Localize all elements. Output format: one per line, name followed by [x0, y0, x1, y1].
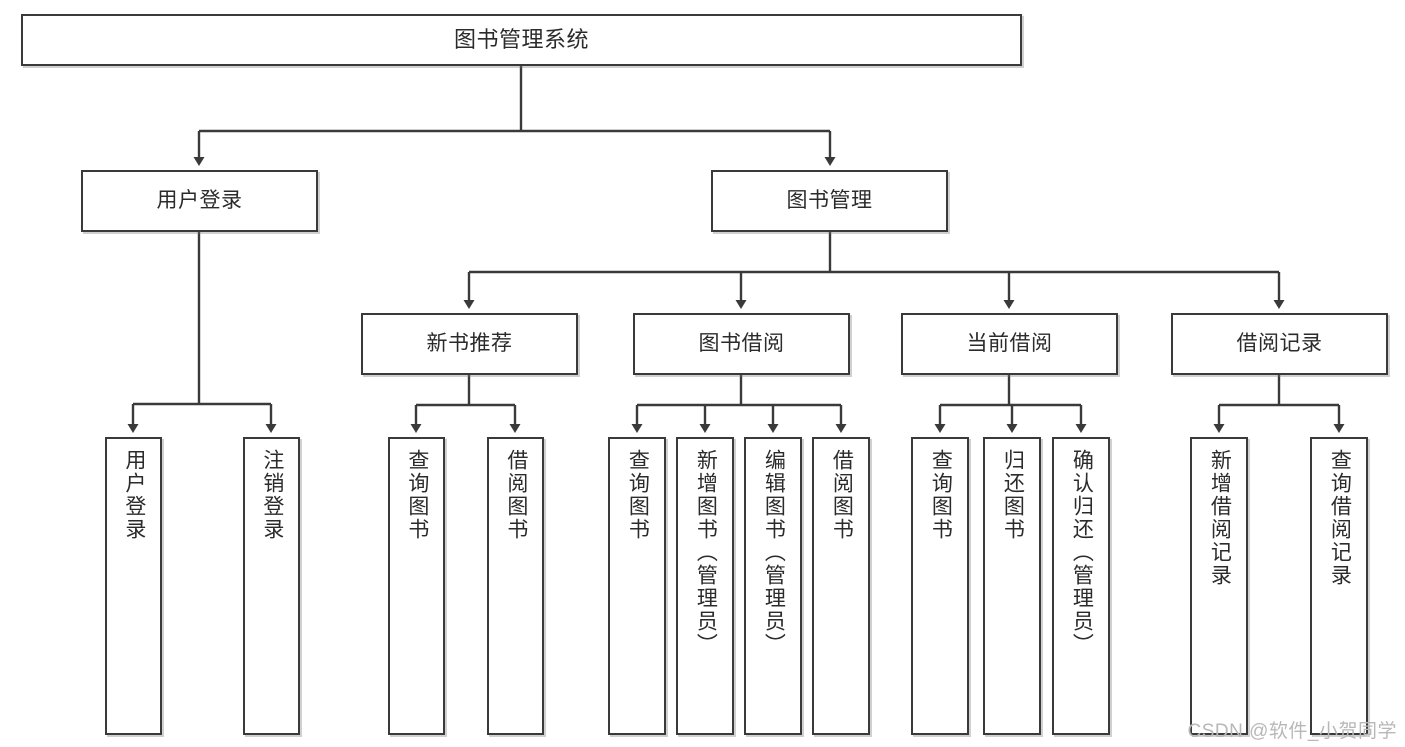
node-book-manage-label: 图书管理 [786, 188, 873, 212]
node-leaf-user-login-label: 用户登录 [122, 449, 146, 541]
node-book-borrow[interactable]: 图书借阅 [633, 313, 850, 375]
node-user-login[interactable]: 用户登录 [81, 170, 318, 232]
node-current-borrow[interactable]: 当前借阅 [901, 313, 1118, 375]
node-leaf-query-book-2[interactable]: 查询图书 [608, 437, 666, 735]
node-leaf-borrow-book-1-label: 借阅图书 [504, 449, 528, 541]
node-leaf-edit-book-label: 编辑图书（管理员） [762, 449, 786, 656]
node-leaf-add-book[interactable]: 新增图书（管理员） [676, 437, 734, 735]
node-leaf-return-book-label: 归还图书 [1001, 449, 1025, 541]
node-leaf-borrow-book-2-label: 借阅图书 [830, 449, 854, 541]
node-current-borrow-label: 当前借阅 [966, 331, 1053, 355]
node-user-login-label: 用户登录 [156, 188, 243, 212]
node-leaf-confirm-return-label: 确认归还（管理员） [1070, 449, 1094, 656]
node-leaf-borrow-book-1[interactable]: 借阅图书 [487, 437, 544, 735]
node-root[interactable]: 图书管理系统 [21, 14, 1022, 66]
node-new-book-recommend[interactable]: 新书推荐 [361, 313, 578, 375]
watermark: CSDN @软件_小贺同学 [1187, 721, 1397, 742]
node-leaf-user-login[interactable]: 用户登录 [105, 437, 162, 735]
node-leaf-query-record-label: 查询借阅记录 [1328, 449, 1352, 587]
node-borrow-record-label: 借阅记录 [1236, 331, 1323, 355]
node-root-label: 图书管理系统 [453, 27, 589, 53]
node-leaf-query-record[interactable]: 查询借阅记录 [1310, 437, 1368, 735]
node-leaf-query-book-3[interactable]: 查询图书 [911, 437, 969, 735]
node-leaf-query-book-1[interactable]: 查询图书 [388, 437, 445, 735]
node-new-book-recommend-label: 新书推荐 [426, 331, 513, 355]
node-leaf-edit-book[interactable]: 编辑图书（管理员） [744, 437, 802, 735]
node-book-borrow-label: 图书借阅 [698, 331, 785, 355]
node-leaf-query-book-2-label: 查询图书 [626, 449, 650, 541]
node-leaf-add-book-label: 新增图书（管理员） [694, 449, 718, 656]
node-leaf-return-book[interactable]: 归还图书 [983, 437, 1041, 735]
node-leaf-logout[interactable]: 注销登录 [243, 437, 300, 735]
node-leaf-add-record-label: 新增借阅记录 [1208, 449, 1232, 587]
node-leaf-confirm-return[interactable]: 确认归还（管理员） [1052, 437, 1110, 735]
node-leaf-add-record[interactable]: 新增借阅记录 [1190, 437, 1248, 735]
node-leaf-query-book-1-label: 查询图书 [405, 449, 429, 541]
node-book-manage[interactable]: 图书管理 [711, 170, 948, 232]
node-leaf-query-book-3-label: 查询图书 [929, 449, 953, 541]
node-leaf-logout-label: 注销登录 [260, 449, 284, 541]
node-leaf-borrow-book-2[interactable]: 借阅图书 [812, 437, 870, 735]
node-borrow-record[interactable]: 借阅记录 [1171, 313, 1388, 375]
